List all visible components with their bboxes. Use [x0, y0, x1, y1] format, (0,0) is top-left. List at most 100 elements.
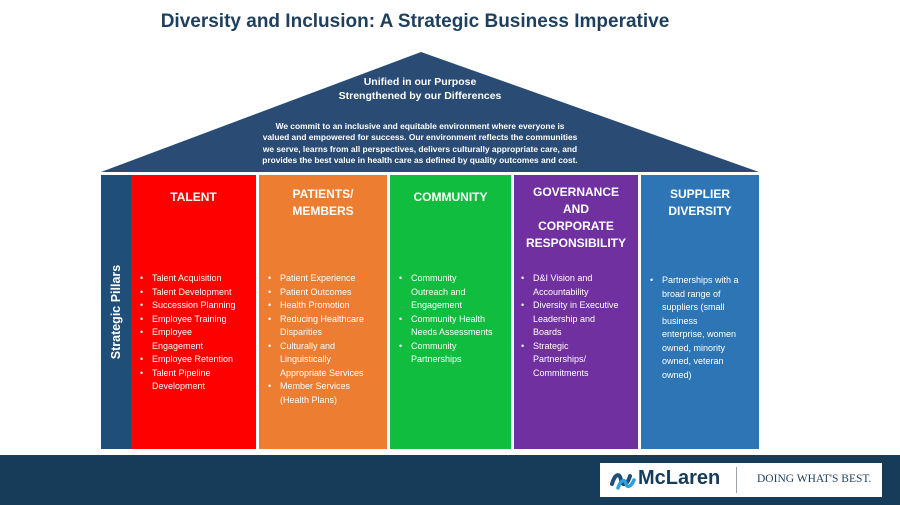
- list-item-line: Talent Acquisition: [152, 273, 222, 283]
- list-item-line: Partnerships/: [533, 354, 587, 364]
- pillar-title-line: GOVERNANCE: [532, 185, 619, 199]
- pillar-title-line: COMMUNITY: [413, 190, 488, 204]
- list-item-line: Strategic: [533, 340, 569, 351]
- pillar-title: PATIENTS/MEMBERS: [263, 186, 383, 220]
- roof-shape: [101, 52, 759, 172]
- list-item-line: Partnerships: [411, 354, 462, 364]
- list-item: Health Promotion: [267, 299, 385, 313]
- list-item: Employee Retention: [139, 353, 253, 367]
- list-item-line: Succession Planning: [152, 300, 236, 310]
- list-item-line: Appropriate Services: [280, 367, 364, 378]
- roof-heading: Unified in our Purpose Strengthened by o…: [260, 75, 580, 103]
- list-item-line: Member Services: [280, 381, 351, 391]
- list-item-line: Health Promotion: [280, 300, 350, 310]
- list-item-line: Development: [152, 381, 206, 391]
- list-item-line: Employee Retention: [152, 354, 234, 364]
- list-item: Culturally andLinguisticallyAppropriate …: [267, 340, 385, 381]
- list-item-line: broad range of: [662, 288, 721, 299]
- list-item-line: business: [662, 315, 698, 326]
- list-item-line: D&I Vision and: [533, 273, 593, 283]
- list-item-line: Talent Development: [152, 286, 232, 297]
- pillar-title-line: PATIENTS/: [292, 187, 354, 201]
- list-item: Talent Development: [139, 286, 253, 300]
- pillar-title-line: DIVERSITY: [668, 204, 732, 218]
- list-item-line: Commitments: [533, 367, 589, 378]
- pillar-title-line: SUPPLIER: [669, 187, 730, 201]
- pillar-title-line: MEMBERS: [292, 204, 354, 218]
- list-item-line: (Health Plans): [280, 394, 338, 405]
- pillar-list: D&I Vision andAccountabilityDiversity in…: [520, 272, 636, 380]
- strategic-pillars-column: Strategic Pillars: [101, 175, 131, 449]
- list-item-line: suppliers (small: [662, 302, 725, 312]
- pillar-title: COMMUNITY: [394, 189, 507, 206]
- list-item-line: Patient Experience: [280, 273, 356, 283]
- pillar-title: SUPPLIER DIVERSITY: [645, 186, 755, 220]
- mission-line: we serve, learns from all perspectives, …: [262, 143, 578, 154]
- pillar-title-line: AND: [563, 202, 589, 216]
- roof-heading-line: Strengthened by our Differences: [338, 90, 502, 102]
- list-item-line: Community: [411, 273, 457, 283]
- mission-line: provides the best value in health care a…: [262, 155, 578, 166]
- list-item-line: Diversity in Executive: [533, 300, 619, 310]
- mclaren-logo-icon: [610, 473, 636, 490]
- roof-heading-line: Unified in our Purpose: [363, 76, 477, 88]
- list-item-line: Employee Training: [152, 313, 227, 324]
- list-item-line: Engagement: [152, 340, 204, 351]
- list-item-line: Linguistically: [280, 354, 332, 364]
- list-item-line: owned, minority: [662, 342, 726, 353]
- logo-divider: [736, 467, 737, 493]
- pillar-governance: GOVERNANCE AND CORPORATE RESPONSIBILITY D&I …: [514, 175, 638, 449]
- list-item: Patient Outcomes: [267, 286, 385, 300]
- pillar-talent: TALENT Talent AcquisitionTalent Developme…: [131, 175, 256, 449]
- roof-pediment: [101, 52, 759, 172]
- list-item-line: Needs Assessments: [411, 327, 493, 337]
- mission-line: valued and empowered for success. Our en…: [262, 132, 578, 143]
- page-title: Diversity and Inclusion: A Strategic Bus…: [160, 11, 670, 32]
- pillar-title: GOVERNANCE AND CORPORATE RESPONSIBILITY: [518, 184, 634, 252]
- list-item-line: Talent Pipeline: [152, 367, 211, 378]
- list-item: Patient Experience: [267, 272, 385, 286]
- list-item-line: Outreach and: [411, 286, 466, 297]
- pillar-title: TALENT: [135, 189, 252, 206]
- tagline: DOING WHAT'S BEST.: [757, 473, 872, 485]
- pillar-title-line: CORPORATE: [538, 219, 614, 233]
- list-item: Employee Training: [139, 313, 253, 327]
- pillar-patients-members: PATIENTS/MEMBERSPatient ExperiencePatien…: [259, 175, 387, 449]
- pillar-community: COMMUNITYCommunityOutreach andEngagement…: [390, 175, 511, 449]
- list-item-line: owned, veteran: [662, 356, 724, 366]
- list-item-line: Culturally and: [280, 340, 336, 351]
- list-item: Member Services (Health Plans): [267, 380, 385, 407]
- roof-mission-statement: We commit to an inclusive and equitable …: [222, 121, 618, 167]
- pillar-title-line: TALENT: [170, 190, 217, 204]
- list-item-line: Leadership and: [533, 313, 596, 324]
- list-item: Talent Acquisition: [139, 272, 253, 286]
- list-item-line: Engagement: [411, 300, 463, 310]
- pillar-supplier-diversity: SUPPLIER DIVERSITY Partnerships with abroa…: [641, 175, 759, 449]
- pillar-list: Talent AcquisitionTalent DevelopmentSucc…: [139, 272, 253, 394]
- list-item-line: Employee: [152, 327, 193, 337]
- logo-text: McLaren: [638, 467, 721, 489]
- list-item-line: Reducing Healthcare: [280, 313, 365, 324]
- list-item-line: Community: [411, 340, 457, 351]
- mission-line: We commit to an inclusive and equitable …: [275, 121, 565, 131]
- list-item: Succession Planning: [139, 299, 253, 313]
- list-item-line: Disparities: [280, 327, 323, 337]
- list-item-line: enterprise, women: [662, 329, 737, 339]
- pillar-title-line: RESPONSIBILITY: [525, 236, 626, 250]
- list-item-line: Community Health: [411, 313, 486, 324]
- list-item-line: Accountability: [533, 286, 589, 297]
- pillar-list: Patient ExperiencePatient OutcomesHealth…: [267, 272, 385, 407]
- logo-box: [600, 463, 882, 497]
